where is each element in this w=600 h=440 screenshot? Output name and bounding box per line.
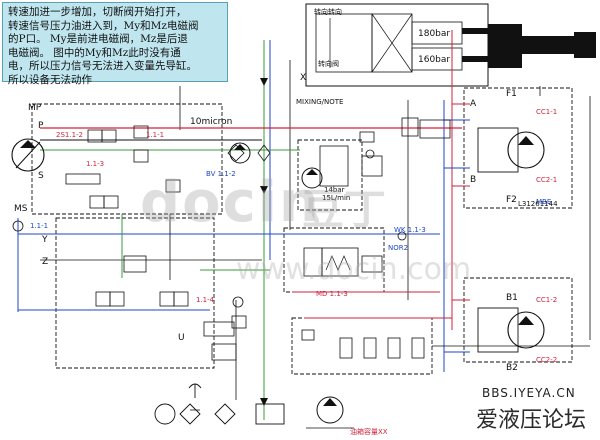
label-p: P [38,121,44,131]
label-180bar: 180bar [418,29,451,39]
label-b2: B2 [506,363,518,373]
note-line-4: 电磁阀。 图中的My和Mz此时没有通 [8,46,181,59]
explanation-note: 转速加进一步增加，切断阀开始打开， 转速信号压力油进入到，My和Mz电磁阀 的P… [2,2,228,86]
label-b: B [470,175,477,185]
bottom-pump-circle [316,396,344,424]
label-f1: F1 [506,89,517,99]
right-motor-frame-top [463,87,573,209]
label-code-right: L31261144 [518,200,558,208]
mid-pump-circle [301,167,323,189]
label-bottom-note: 油箱容量XX [350,428,388,436]
label-ms: MS [14,204,28,214]
red-code-8: CC1-2 [536,296,558,304]
brand-site: BBS.IYEYA.CN [482,386,576,400]
blue-code-1: 1.1-1 [30,222,49,230]
red-code-4: 1.1-4 [196,296,215,304]
red-code-7: CC2-1 [536,176,558,184]
label-f2: F2 [506,195,517,205]
lower-left-frame [55,217,215,369]
note-line-3: 的P口。 My是前进电磁阀，Mz是后退 [8,33,188,46]
motor-bottom-circle [507,311,545,349]
blue-code-2: BV 1.1-2 [206,170,236,178]
watermark-docin-cn: 豆丁 [302,185,387,234]
charge-pump-circle [229,142,251,164]
watermark-docin-url: www.docin.com [236,252,472,287]
label-b1: B1 [506,293,518,303]
red-code-3: 1.1-3 [86,160,105,168]
note-line-5: 电，所以压力信号无法进入变量先导缸。 [8,60,197,73]
note-line-1: 转速加进一步增加，切断阀开始打开， [8,6,187,18]
label-14bar: 14bar [324,186,345,194]
label-mid-note: MIXING/NOTE [296,98,344,106]
blue-code-3: WK 1.1-3 [394,226,426,234]
blue-code-5: MBE [536,198,552,206]
note-line-6: 所以设备无法动作 [8,73,92,86]
red-code-2: 1.1-1 [146,131,165,139]
label-a: A [470,99,477,109]
label-160bar: 160bar [418,55,451,65]
red-code-6: CC1-1 [536,108,558,116]
label-s: S [38,171,44,181]
label-15l: 15L/min [322,194,351,202]
label-y: Y [42,235,48,245]
label-z: Z [42,257,49,267]
label-filter: 10micron [190,117,233,127]
label-steer-a: 转向转向 [314,8,342,16]
note-line-2: 转速信号压力油进入到，My和Mz电磁阀 [8,19,199,32]
red-code-5: MD 1.1-3 [316,290,348,298]
main-pump-circle [11,138,45,172]
red-code-1: 2S1.1-2 [56,131,84,139]
label-steer-b: 转向阀 [318,60,339,68]
watermark-docin: docin [140,170,321,235]
top-valve-block [305,3,489,87]
red-code-9: CC2-2 [536,356,558,364]
label-mp: MP [28,103,42,113]
label-x: X [300,73,307,83]
blue-code-4: NOR2 [388,244,409,252]
label-u: U [178,333,185,343]
brand-name: 爱液压论坛 [476,408,587,433]
valve-bank-frame [291,317,433,375]
motor-top-circle [507,131,545,169]
right-motor-frame-bottom [463,277,573,363]
